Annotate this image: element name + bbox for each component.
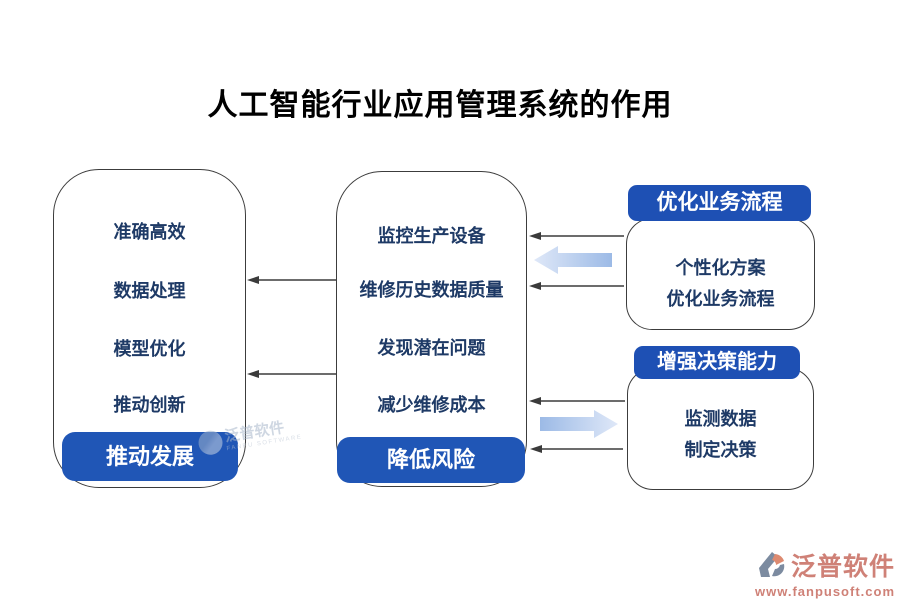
left-item-4: 推动创新 bbox=[113, 395, 186, 415]
arrowhead-mid-1 bbox=[529, 232, 541, 240]
righttop-to-middle-arrows bbox=[540, 235, 624, 287]
left-item-1: 准确高效 bbox=[113, 222, 186, 242]
big-left-gradient-arrow bbox=[534, 246, 612, 274]
left-item-2: 数据处理 bbox=[113, 281, 186, 301]
middle-item-3: 发现潜在问题 bbox=[377, 338, 486, 358]
middle-functions-box: 监控生产设备 维修历史数据质量 发现潜在问题 减少维修成本 bbox=[336, 171, 527, 487]
right-bottom-header: 增强决策能力 bbox=[634, 346, 800, 379]
left-item-3: 模型优化 bbox=[113, 339, 186, 359]
middle-item-4: 减少维修成本 bbox=[377, 395, 486, 415]
right-bottom-box: 监测数据 制定决策 bbox=[627, 368, 814, 490]
arrowhead-mid-3 bbox=[529, 397, 541, 405]
right-top-box: 个性化方案 优化业务流程 bbox=[626, 218, 815, 330]
brand-url: www.fanpusoft.com bbox=[754, 584, 896, 599]
right-top-lines: 个性化方案 优化业务流程 bbox=[627, 253, 814, 315]
fanpu-logo-icon bbox=[758, 552, 785, 577]
middle-item-1: 监控生产设备 bbox=[377, 226, 486, 246]
arrowhead-mid-2 bbox=[529, 282, 541, 290]
right-top-line-1: 个性化方案 bbox=[675, 258, 766, 278]
right-bottom-line-2: 制定决策 bbox=[684, 440, 757, 460]
right-top-line-2: 优化业务流程 bbox=[666, 289, 775, 309]
right-bottom-line-1: 监测数据 bbox=[684, 409, 757, 429]
middle-item-2: 维修历史数据质量 bbox=[359, 280, 504, 300]
middle-to-left-arrows bbox=[258, 279, 336, 375]
arrowhead-mid-4 bbox=[530, 445, 542, 453]
brand-footer: 泛普软件 www.fanpusoft.com bbox=[750, 547, 900, 599]
arrowhead-left-1 bbox=[247, 276, 259, 284]
watermark-circle-icon bbox=[196, 428, 225, 457]
right-top-header: 优化业务流程 bbox=[628, 185, 811, 221]
diagram-title: 人工智能行业应用管理系统的作用 bbox=[207, 89, 673, 122]
middle-box-label-button: 降低风险 bbox=[337, 437, 525, 483]
rightbottom-to-middle-arrows bbox=[540, 400, 625, 450]
arrowhead-left-2 bbox=[247, 370, 259, 378]
big-right-gradient-arrow bbox=[540, 410, 618, 438]
right-bottom-lines: 监测数据 制定决策 bbox=[628, 404, 813, 466]
brand-name: 泛普软件 bbox=[790, 553, 895, 581]
